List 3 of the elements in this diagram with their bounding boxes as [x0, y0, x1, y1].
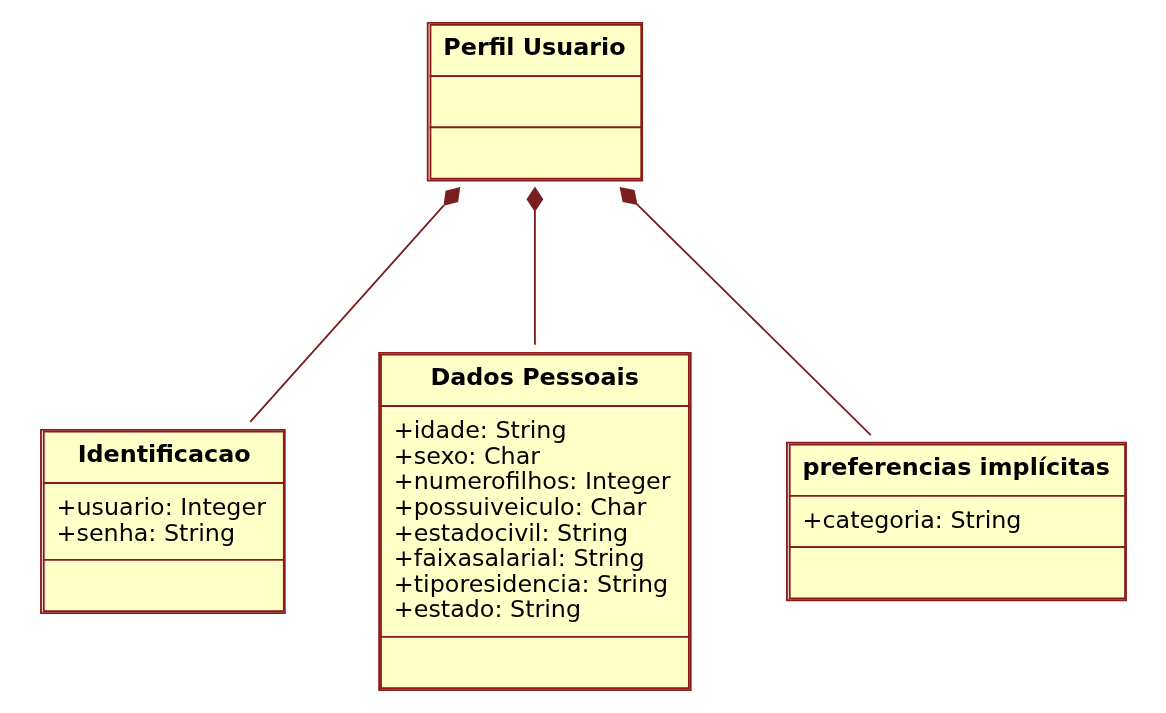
connector [248, 187, 460, 423]
connector [619, 187, 872, 436]
connector [526, 186, 543, 346]
